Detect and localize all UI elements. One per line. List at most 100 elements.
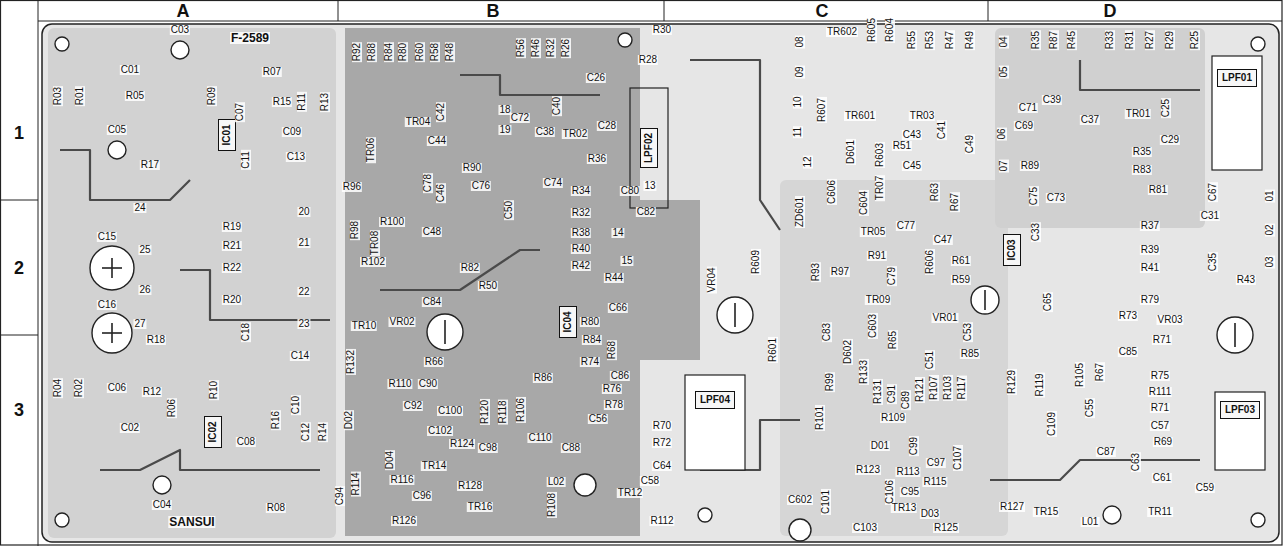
component-label: C39 xyxy=(1042,95,1062,105)
component-label: C10 xyxy=(291,395,301,415)
component-label: C26 xyxy=(586,73,606,83)
mounting-hole xyxy=(698,508,712,522)
capacitor-symbol xyxy=(108,141,126,159)
ic-package: IC02 xyxy=(204,416,222,447)
component-label: 10 xyxy=(793,95,803,108)
component-label: R38 xyxy=(571,228,591,238)
component-label: 24 xyxy=(133,203,146,213)
component-label: R60 xyxy=(415,42,425,62)
copper-area xyxy=(48,28,336,538)
part-designator: LPF01 xyxy=(1222,73,1252,83)
component-label: C29 xyxy=(1160,135,1180,145)
component-label: 19 xyxy=(498,125,511,135)
component-label: L01 xyxy=(1081,517,1100,527)
copper-trace xyxy=(1080,60,1200,90)
inductor-symbol xyxy=(1103,506,1121,524)
component-label: D601 xyxy=(846,139,856,165)
component-label: C61 xyxy=(1152,473,1172,483)
component-label: L02 xyxy=(547,477,566,487)
grid-reference: A xyxy=(176,2,191,20)
component-label: VR02 xyxy=(388,317,415,327)
potentiometer-symbol xyxy=(971,286,999,314)
component-label: R67 xyxy=(1095,362,1105,382)
component-label: R39 xyxy=(1140,245,1160,255)
component-label: D03 xyxy=(920,509,940,519)
component-label: R21 xyxy=(222,241,242,251)
component-label: R607 xyxy=(817,97,827,123)
grid-line xyxy=(338,0,339,21)
component-label: R27 xyxy=(1145,30,1155,50)
component-label: R58 xyxy=(430,42,440,62)
component-label: R59 xyxy=(951,275,971,285)
component-label: R90 xyxy=(462,163,482,173)
component-label: R108 xyxy=(547,492,557,518)
component-label: C07 xyxy=(235,102,245,122)
component-label: C25 xyxy=(1161,98,1171,118)
component-label: C83 xyxy=(822,322,832,342)
component-label: TR03 xyxy=(909,111,935,121)
component-label: R74 xyxy=(580,357,600,367)
mounting-hole xyxy=(618,33,632,47)
component-label: R15 xyxy=(272,97,292,107)
component-label: C94 xyxy=(335,486,345,506)
component-label: R133 xyxy=(859,359,869,385)
component-label: R84 xyxy=(384,42,394,62)
component-label: R67 xyxy=(950,192,960,212)
component-label: C99 xyxy=(909,436,919,456)
component-label: C72 xyxy=(510,113,530,123)
component-label: R103 xyxy=(943,375,953,401)
component-label: C87 xyxy=(1096,447,1116,457)
component-label: R116 xyxy=(389,475,414,485)
ic-package: IC03 xyxy=(1003,234,1021,265)
component-label: R36 xyxy=(587,154,607,164)
component-label: R19 xyxy=(222,222,242,232)
grid-line xyxy=(0,335,38,336)
component-label: C59 xyxy=(1195,483,1215,493)
component-label: R126 xyxy=(391,516,417,526)
component-label: C18 xyxy=(241,322,251,342)
component-label: TR01 xyxy=(1125,109,1151,119)
component-label: R81 xyxy=(1148,185,1168,195)
component-label: C110 xyxy=(527,433,552,443)
component-label: 14 xyxy=(611,228,624,238)
board-marking: SANSUI xyxy=(168,516,215,528)
component-label: R61 xyxy=(951,256,971,266)
capacitor-symbol xyxy=(92,313,132,353)
part-designator: LPF04 xyxy=(700,395,730,405)
polarity-mark xyxy=(102,267,122,269)
component-label: C74 xyxy=(543,178,563,188)
ic-package: IC04 xyxy=(559,306,577,337)
component-label: C75 xyxy=(1029,186,1039,206)
component-label: VR04 xyxy=(707,266,717,293)
component-label: R100 xyxy=(379,217,405,227)
component-label: R14 xyxy=(318,422,328,442)
component-label: C09 xyxy=(282,127,302,137)
component-label: R32 xyxy=(546,38,556,58)
capacitor-symbol xyxy=(90,246,134,290)
component-label: C13 xyxy=(286,152,306,162)
component-label: R47 xyxy=(945,30,955,50)
component-label: TR10 xyxy=(351,321,377,331)
component-label: R40 xyxy=(571,244,591,254)
component-label: R68 xyxy=(607,340,617,360)
mounting-hole xyxy=(55,37,69,51)
component-label: R55 xyxy=(907,30,917,50)
component-label: R83 xyxy=(1132,165,1152,175)
component-label: TR11 xyxy=(1147,507,1173,517)
grid-line xyxy=(664,0,665,21)
component-label: C03 xyxy=(170,25,190,35)
component-label: TR602 xyxy=(826,27,858,37)
component-label: R125 xyxy=(933,523,959,533)
component-label: C41 xyxy=(937,120,947,140)
component-label: R12 xyxy=(142,387,162,397)
component-label: 13 xyxy=(643,181,656,191)
component-label: R01 xyxy=(75,86,85,106)
copper-trace xyxy=(60,150,190,200)
component-label: C602 xyxy=(787,495,813,505)
component-label: C604 xyxy=(859,190,869,216)
component-label: R129 xyxy=(1007,369,1017,395)
component-label: R05 xyxy=(125,91,145,101)
component-label: R33 xyxy=(1105,30,1115,50)
component-label: R45 xyxy=(1067,30,1077,50)
component-label: 26 xyxy=(138,285,151,295)
